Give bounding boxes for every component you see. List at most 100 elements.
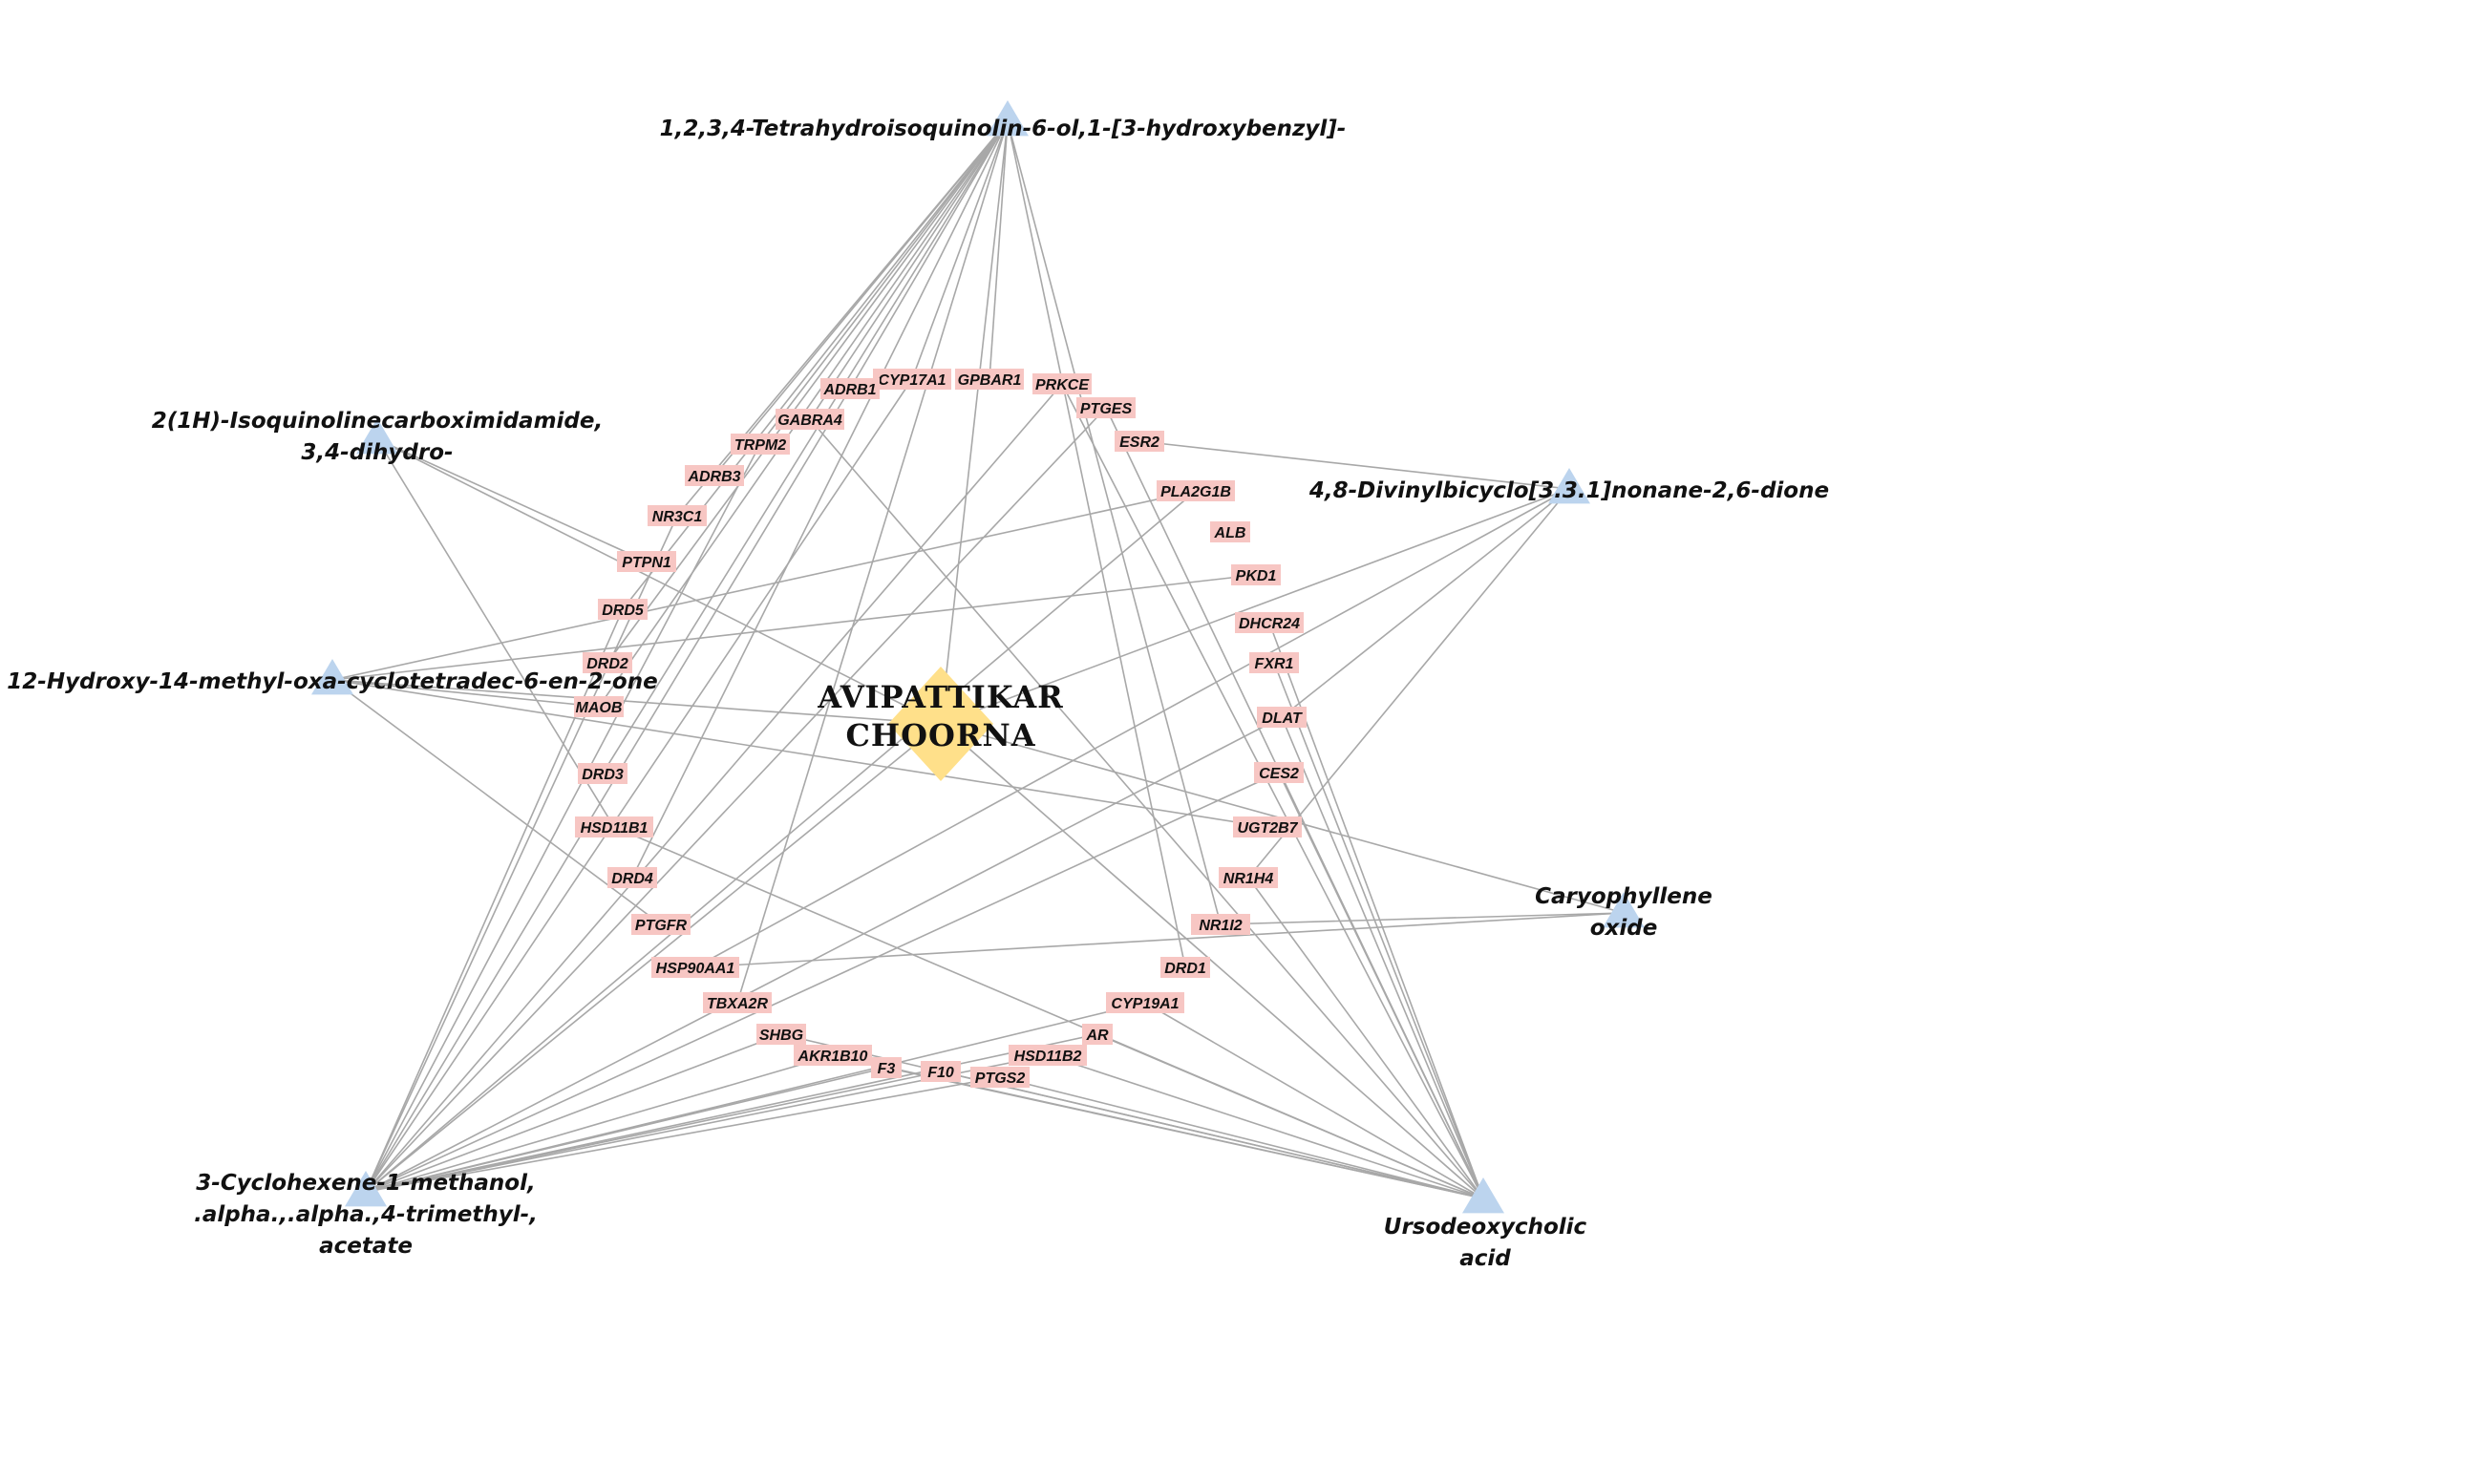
target-box [871,1057,902,1078]
target-label: DRD1 [1164,961,1206,977]
edge-c3-UGT2B7 [331,679,1268,828]
compound-node-c7[interactable]: 3-Cyclohexene-1-methanol, .alpha.,.alpha.… [194,1171,538,1259]
target-node-drd5[interactable]: DRD5 [598,599,648,620]
target-node-fxr1[interactable]: FXR1 [1249,652,1299,673]
target-node-pkd1[interactable]: PKD1 [1231,564,1281,585]
target-label: CYP17A1 [878,372,946,389]
target-box [1210,521,1250,542]
compound-label-line: 2(1H)-Isoquinolinecarboximidamide, [152,409,603,434]
target-box [1254,762,1304,783]
target-box [1191,914,1250,935]
compound-triangle-icon [311,659,353,695]
target-node-cyp17a1[interactable]: CYP17A1 [873,369,951,390]
target-node-adrb3[interactable]: ADRB3 [685,465,744,486]
compound-label-line: 4,8-Divinylbicyclo[3.3.1]nonane-2,6-dion… [1308,478,1829,503]
target-box [1231,564,1281,585]
edge-c7-AKR1B10 [365,1054,834,1193]
edge-c3-MAOB [331,679,600,708]
compound-label-line: 3-Cyclohexene-1-methanol, [196,1171,535,1196]
target-box [1219,867,1278,888]
target-node-esr2[interactable]: ESR2 [1115,431,1164,452]
target-box [703,992,772,1013]
target-label: DHCR24 [1239,616,1300,632]
target-node-drd3[interactable]: DRD3 [578,763,627,784]
target-node-f3[interactable]: F3 [871,1057,902,1078]
target-label: F3 [878,1061,896,1077]
target-box [1249,652,1299,673]
target-node-drd1[interactable]: DRD1 [1160,957,1210,978]
target-node-hsd11b2[interactable]: HSD11B2 [1009,1045,1087,1066]
target-node-dhcr24[interactable]: DHCR24 [1235,612,1304,633]
edge-layer [331,120,1625,1199]
target-node-shbg[interactable]: SHBG [756,1024,806,1045]
target-label: SHBG [759,1028,803,1044]
edge-c7-PLA2G1B [365,490,1197,1193]
edge-c6-DLAT [1281,716,1484,1199]
target-node-gpbar1[interactable]: GPBAR1 [955,369,1024,390]
target-node-maob[interactable]: MAOB [574,696,624,717]
edge-c3-PKD1 [331,574,1257,681]
target-box [578,763,627,784]
target-label: PTGES [1080,401,1133,417]
target-node-ces2[interactable]: CES2 [1254,762,1304,783]
compound-node-c2[interactable]: 2(1H)-Isoquinolinecarboximidamide, 3,4-di… [152,409,603,465]
target-node-ar[interactable]: AR [1082,1024,1113,1045]
target-node-ptgfr[interactable]: PTGFR [631,914,691,935]
target-label: NR3C1 [652,509,703,525]
compound-label: 3-Cyclohexene-1-methanol, .alpha.,.alpha.… [194,1171,538,1259]
target-node-drd4[interactable]: DRD4 [607,867,657,888]
target-node-dlat[interactable]: DLAT [1257,707,1307,728]
target-node-gabra4[interactable]: GABRA4 [776,409,844,430]
edge-c7-ADRB1 [365,388,851,1193]
target-label: PKD1 [1236,568,1277,584]
edge-c6-PRKCE [1061,383,1484,1199]
target-node-hsp90aa1[interactable]: HSP90AA1 [651,957,739,978]
hub-label-line: CHOORNA [845,717,1035,753]
target-node-trpm2[interactable]: TRPM2 [731,434,790,455]
compound-triangle-icon [356,418,398,455]
compound-node-c4[interactable]: 4,8-Divinylbicyclo[3.3.1]nonane-2,6-dion… [1308,468,1829,504]
compound-node-c1[interactable]: 1,2,3,4-Tetrahydroisoquinolin-6-ol,1-[3-… [660,100,1347,141]
target-box [820,378,880,399]
target-node-pla2g1b[interactable]: PLA2G1B [1157,480,1235,501]
target-label: NR1H4 [1223,871,1274,887]
edge-c1-DRD3 [602,120,1009,774]
target-box [1032,373,1092,394]
hub-diamond-icon [888,667,993,781]
target-node-hsd11b1[interactable]: HSD11B1 [575,816,653,837]
target-node-nr3c1[interactable]: NR3C1 [648,505,707,526]
target-node-nr1i2[interactable]: NR1I2 [1191,914,1250,935]
compound-triangle-icon [1548,468,1590,504]
target-node-ptgs2[interactable]: PTGS2 [970,1067,1030,1088]
target-node-ptpn1[interactable]: PTPN1 [617,551,676,572]
target-node-f10[interactable]: F10 [921,1061,961,1082]
target-node-akr1b10[interactable]: AKR1B10 [794,1045,872,1066]
target-label: MAOB [576,700,623,716]
target-node-alb[interactable]: ALB [1210,521,1250,542]
edge-c3-PTGFR [331,679,662,925]
target-node-ptges[interactable]: PTGES [1076,397,1136,418]
compound-label-line: 3,4-dihydro- [301,440,453,465]
edge-c4-HSP90AA1 [694,488,1570,968]
target-node-cyp19a1[interactable]: CYP19A1 [1106,992,1184,1013]
compound-label-line: .alpha.,.alpha.,4-trimethyl-, [194,1202,538,1227]
target-node-tbxa2r[interactable]: TBXA2R [703,992,772,1013]
target-label: DRD4 [611,871,653,887]
edge-c7-SHBG [365,1033,782,1193]
target-box [575,816,653,837]
target-node-nr1h4[interactable]: NR1H4 [1219,867,1278,888]
compound-node-c3[interactable]: 12-Hydroxy-14-methyl-oxa-cyclotetradec-6… [7,659,658,695]
target-node-ugt2b7[interactable]: UGT2B7 [1233,816,1302,837]
target-node-prkce[interactable]: PRKCE [1032,373,1092,394]
target-label: HSP90AA1 [656,961,735,977]
target-node-drd2[interactable]: DRD2 [583,652,632,673]
target-node-adrb1[interactable]: ADRB1 [820,378,880,399]
target-label: CES2 [1259,766,1299,782]
target-box [731,434,790,455]
